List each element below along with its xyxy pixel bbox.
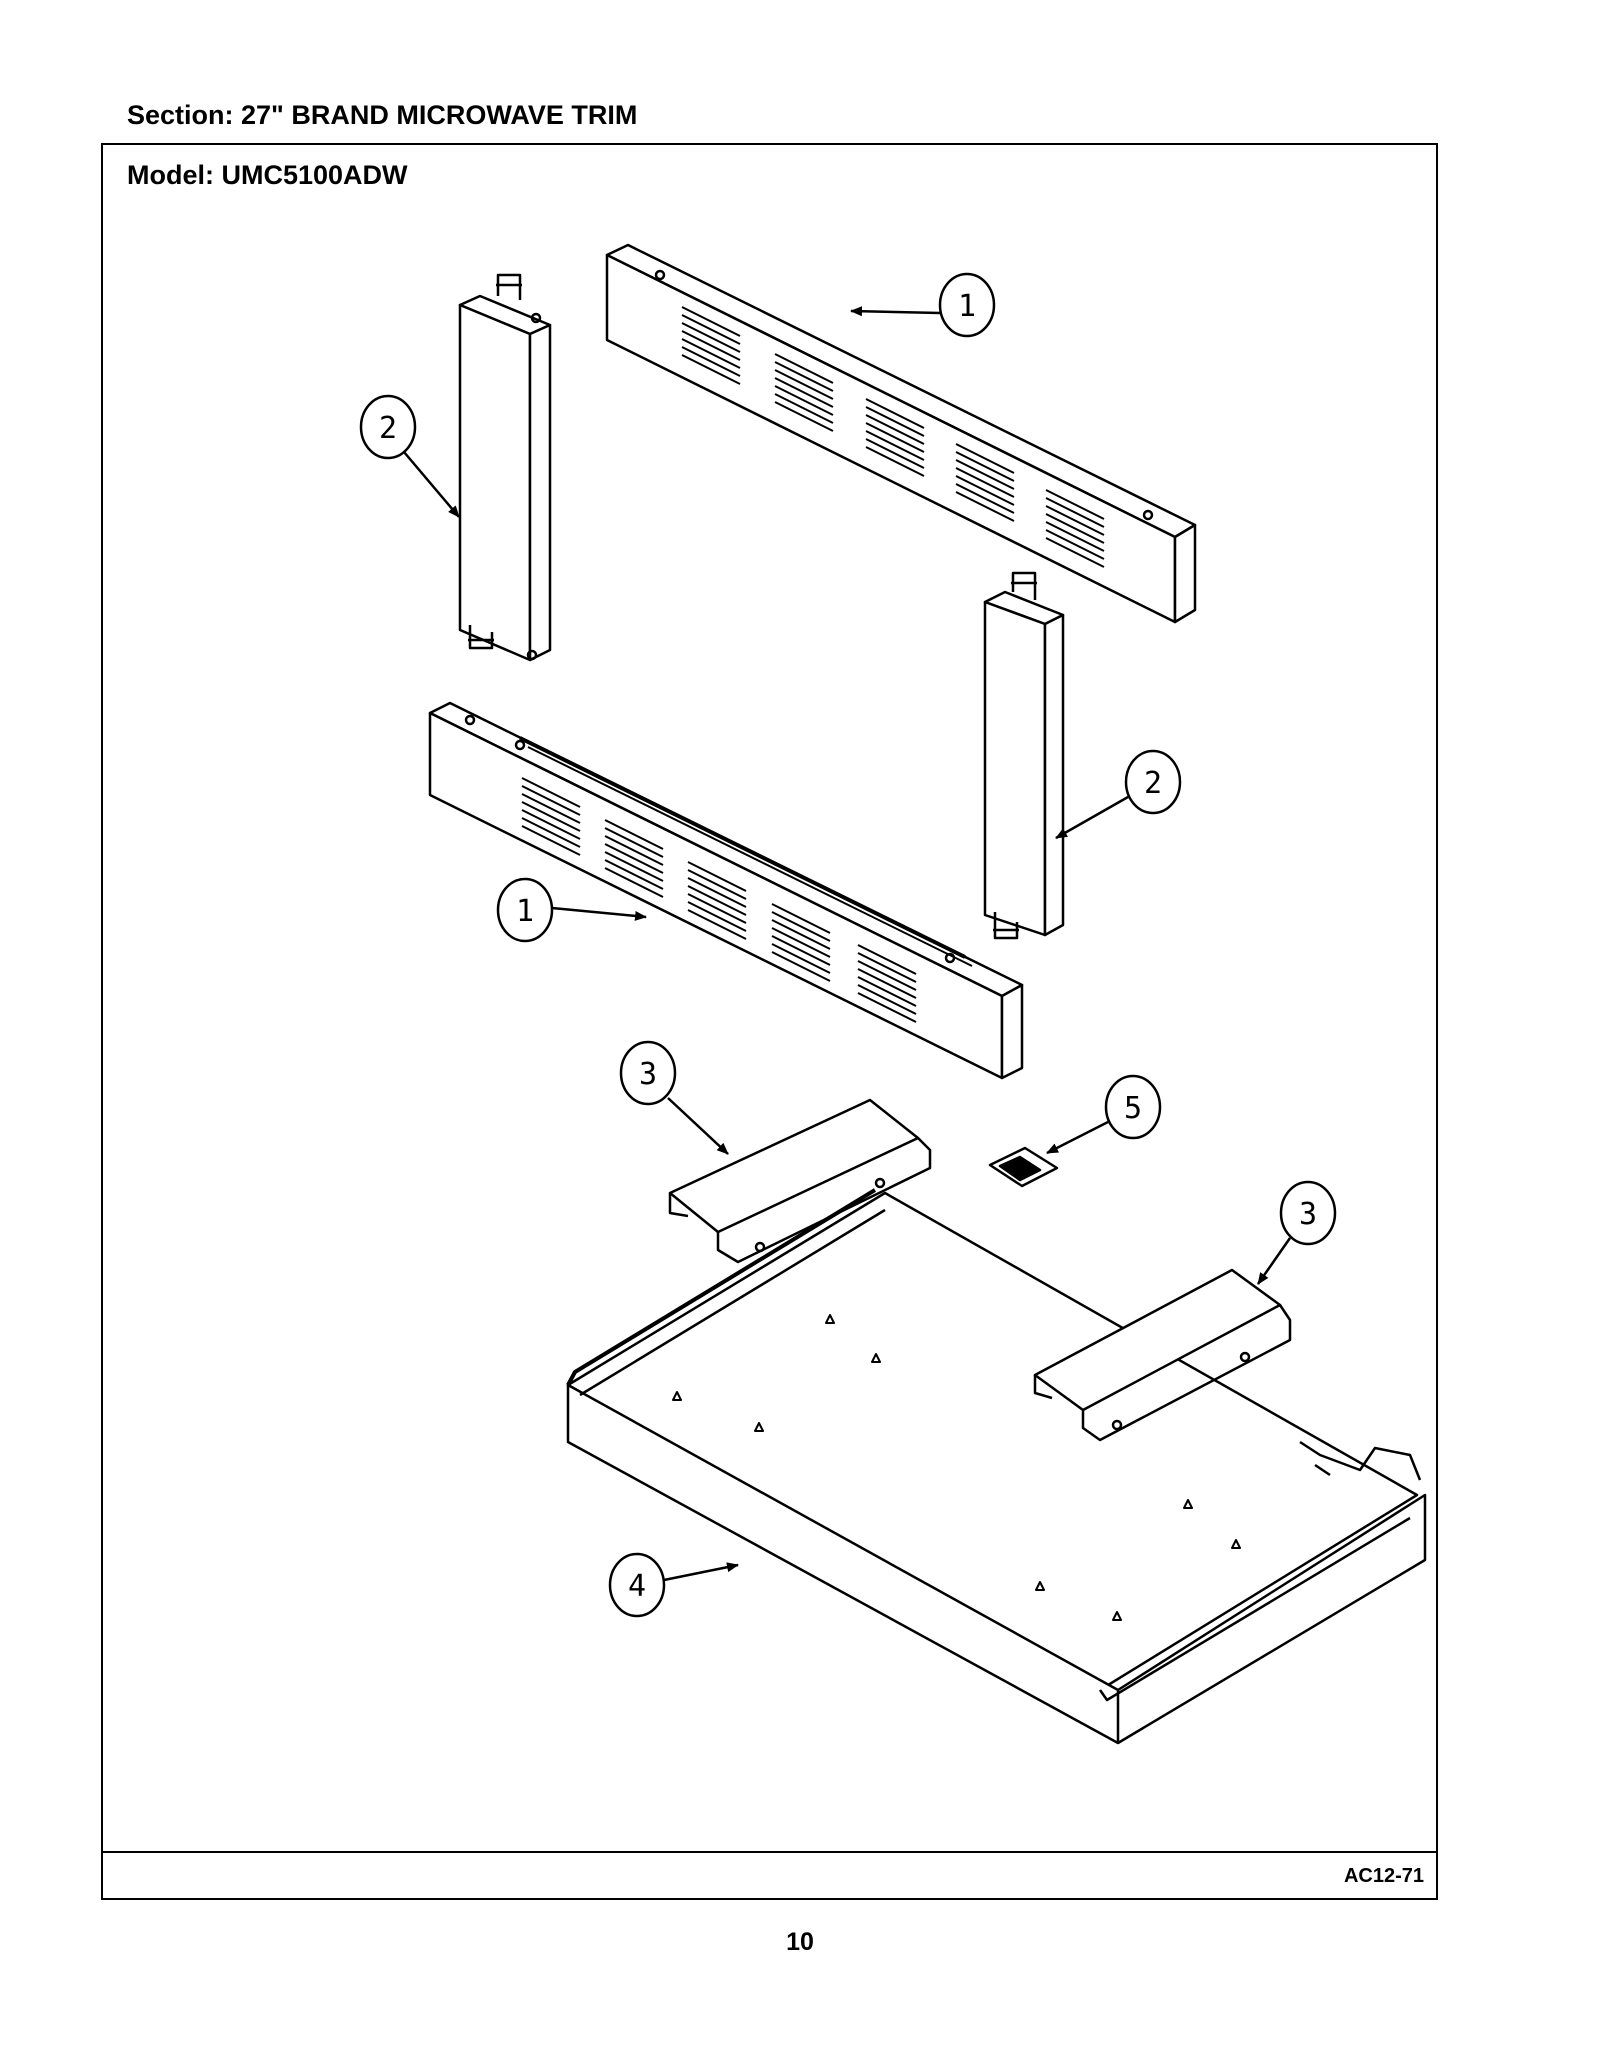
page-number: 10 — [786, 1928, 814, 1956]
tray-holes — [672, 1314, 1241, 1621]
callout-2-right: 2 — [1055, 749, 1182, 840]
callout-label: 4 — [628, 1569, 646, 1604]
callout-5: 5 — [1046, 1074, 1162, 1155]
top-trim-panel — [605, 243, 1197, 624]
left-side-trim — [458, 273, 552, 662]
section-title: Section: 27" BRAND MICROWAVE TRIM — [127, 100, 638, 130]
callout-label: 2 — [1144, 766, 1162, 801]
callout-label: 3 — [639, 1057, 657, 1092]
right-bracket — [1033, 1268, 1292, 1442]
base-tray — [566, 1188, 1427, 1745]
model-title: Model: UMC5100ADW — [127, 160, 408, 190]
callout-label: 2 — [379, 411, 397, 446]
callout-label: 1 — [958, 289, 976, 324]
figure-frame — [101, 143, 1438, 1900]
clip — [988, 1146, 1059, 1188]
callout-label: 5 — [1124, 1091, 1142, 1126]
callout-label: 3 — [1299, 1197, 1317, 1232]
callout-1-bottom: 1 — [496, 877, 647, 943]
callout-4: 4 — [608, 1552, 739, 1618]
callout-3-right: 3 — [1256, 1180, 1337, 1285]
top-panel-vents — [681, 306, 1105, 568]
figure-code: AC12-71 — [1343, 1865, 1424, 1887]
callout-3-left: 3 — [619, 1040, 729, 1155]
callout-2-left: 2 — [359, 394, 460, 518]
bottom-trim-panel — [428, 701, 1024, 1080]
callout-1-top: 1 — [850, 272, 996, 338]
right-side-trim — [983, 571, 1065, 940]
figure-footer-rule — [101, 1851, 1438, 1853]
callout-label: 1 — [516, 894, 534, 929]
bottom-panel-vents — [521, 777, 917, 1023]
